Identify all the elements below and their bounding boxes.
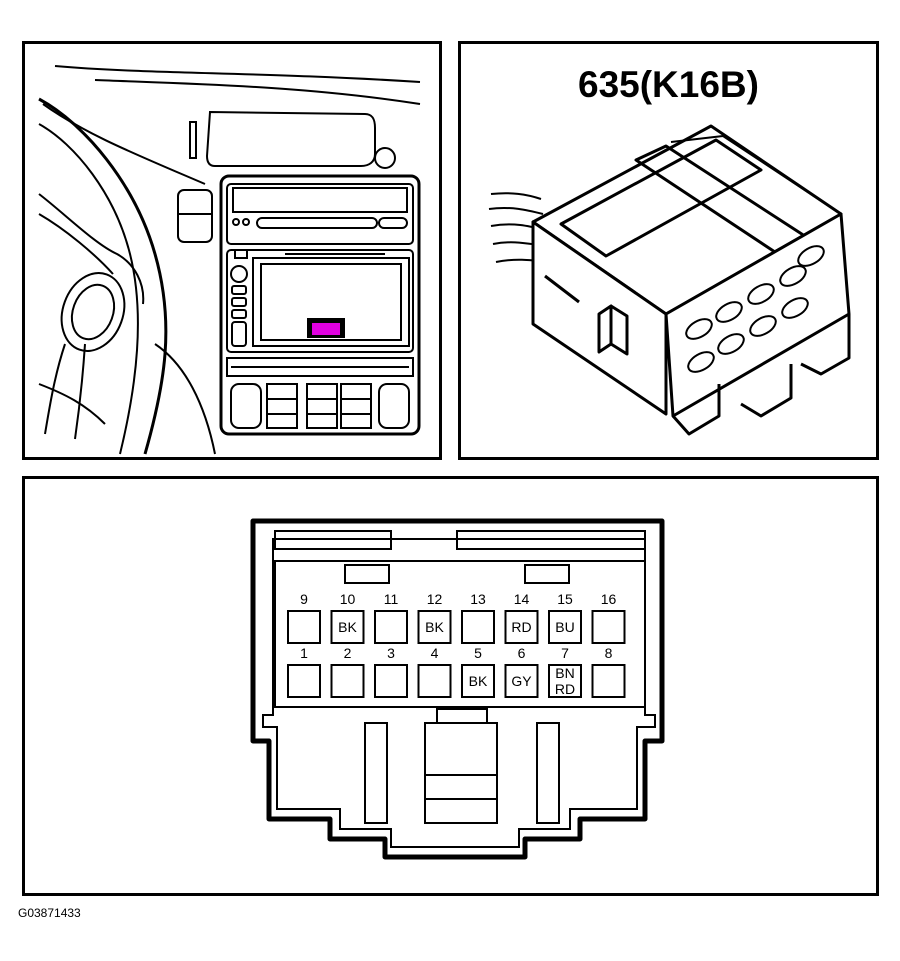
- pin-cavity-3: [374, 664, 408, 698]
- pin-cavity-13: [461, 610, 495, 644]
- pin-number-1: 1: [300, 645, 308, 661]
- pin-wire-color-15: BU: [555, 619, 575, 635]
- pin-cavity-2: [330, 664, 365, 698]
- pin-cavity-1: [287, 664, 321, 698]
- pin-cavity-8: [591, 664, 626, 698]
- pin-number-3: 3: [387, 645, 395, 661]
- connector-face-drawing: [250, 518, 665, 860]
- pin-number-9: 9: [300, 591, 308, 607]
- pin-cavity-4: [417, 664, 452, 698]
- figure-id: G03871433: [18, 906, 81, 920]
- pin-cavity-9: [287, 610, 321, 644]
- pin-number-15: 15: [557, 591, 573, 607]
- pin-cavity-5: [461, 664, 495, 698]
- pin-cavities: [287, 610, 626, 698]
- connector-title: 635(K16B): [578, 64, 759, 105]
- pin-number-2: 2: [343, 645, 352, 661]
- pin-wire-color-14: RD: [511, 619, 532, 635]
- connector-location-highlight: [312, 323, 340, 335]
- pin-wire-color-5: BK: [468, 673, 488, 689]
- pin-cavity-6: [504, 664, 539, 698]
- pin-cavity-15: [548, 610, 582, 644]
- pin-cavity-7: [548, 664, 582, 698]
- pin-number-4: 4: [430, 645, 439, 661]
- pin-number-5: 5: [474, 645, 482, 661]
- pin-cavity-10: [330, 610, 365, 644]
- pin-cavity-12: [417, 610, 452, 644]
- pin-number-14: 14: [513, 591, 530, 607]
- pin-number-12: 12: [426, 591, 443, 607]
- pin-cavity-14: [504, 610, 539, 644]
- pin-number-11: 11: [383, 591, 399, 607]
- connector-isometric-drawing: [488, 124, 851, 436]
- pin-wire-color-12: BK: [425, 619, 444, 635]
- pin-number-10: 10: [339, 591, 356, 607]
- pin-number-13: 13: [470, 591, 486, 607]
- connector-view-panel: 635(K16B): [458, 41, 879, 460]
- location-view-panel: [22, 41, 442, 460]
- dashboard-location-drawing: [38, 65, 421, 455]
- pin-number-16: 16: [600, 591, 617, 607]
- pin-number-7: 7: [561, 645, 569, 661]
- pin-wire-color-10: BK: [338, 619, 357, 635]
- pin-cavity-16: [591, 610, 626, 644]
- pin-number-6: 6: [517, 645, 526, 661]
- pin-number-8: 8: [604, 645, 613, 661]
- pin-cavity-11: [374, 610, 408, 644]
- pin-wire-color-6: GY: [511, 673, 532, 689]
- pin-wire-color-7: BN RD: [554, 665, 576, 697]
